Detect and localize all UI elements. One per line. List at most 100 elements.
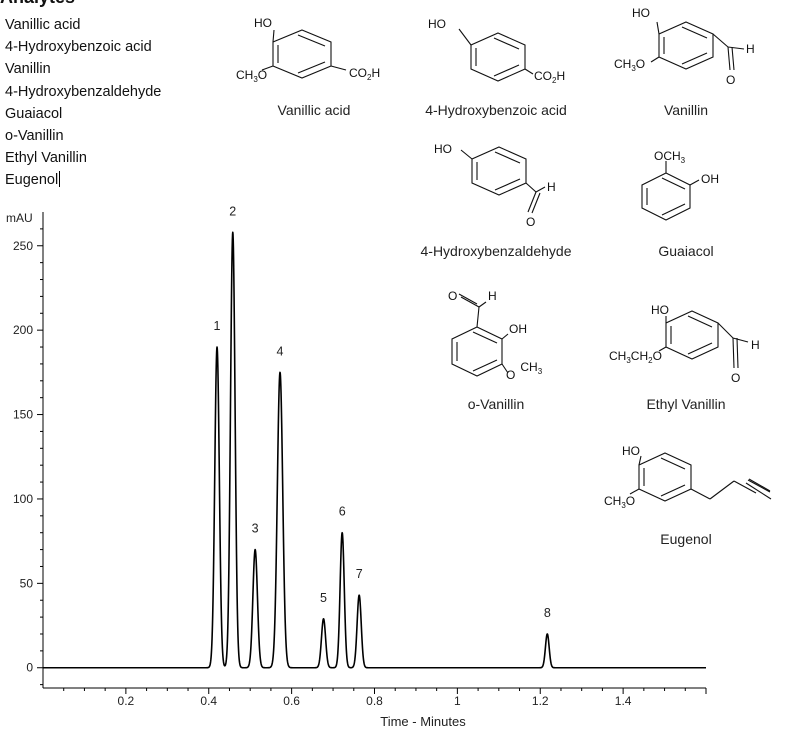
- atom-label-part: O: [653, 349, 662, 363]
- atom-label: HO: [254, 16, 272, 30]
- atom-subscript: 2: [552, 76, 557, 85]
- peak-label: 2: [229, 204, 236, 218]
- caption-hydroxybenzaldehyde: 4-Hydroxybenzaldehyde: [421, 243, 572, 259]
- atom-label-part: H: [371, 66, 380, 80]
- atom-label: OCH3: [654, 149, 686, 165]
- atom-label: H: [488, 289, 497, 303]
- atom-label: O CH3: [506, 360, 543, 382]
- atom-label: CH3O: [614, 57, 645, 73]
- header-title: Analytes: [0, 0, 75, 8]
- atom-label: O: [731, 371, 740, 385]
- atom-label-part: CH: [609, 349, 626, 363]
- peak-label: 7: [356, 567, 363, 581]
- structure-drawings: [261, 21, 772, 502]
- atom-label-part: O: [506, 368, 515, 382]
- atom-label-part: CH: [614, 57, 631, 71]
- y-tick-label: 0: [26, 661, 33, 675]
- analyte-item: 4-Hydroxybenzoic acid: [5, 39, 152, 56]
- caption-vanillic-acid: Vanillic acid: [278, 102, 351, 118]
- atom-label: HO: [622, 444, 640, 458]
- atom-label: O: [726, 73, 735, 87]
- hydroxybenzoic-acid-structure: [458, 28, 534, 82]
- atom-label: HO: [632, 6, 650, 20]
- atom-subscript: 3: [626, 356, 631, 365]
- atom-label-part: CH: [520, 360, 537, 374]
- caption-o-vanillin: o-Vanillin: [468, 396, 525, 412]
- y-tick-label: 150: [13, 408, 33, 422]
- y-tick-label: 50: [20, 576, 34, 590]
- atom-label: OH: [701, 172, 719, 186]
- peak-label: 8: [544, 606, 551, 620]
- atom-label: H: [751, 338, 760, 352]
- atom-label-part: CH: [631, 349, 648, 363]
- atom-label: O: [448, 289, 457, 303]
- eugenol-structure: [629, 452, 772, 502]
- atom-label-part: CO: [534, 69, 552, 83]
- guaiacol-structure: [641, 161, 700, 221]
- x-tick-label: 0.2: [118, 694, 135, 708]
- x-tick-label: 0.6: [283, 694, 300, 708]
- y-tick-label: 100: [13, 492, 33, 506]
- atom-label: HO: [428, 17, 446, 31]
- atom-label-part: O: [626, 494, 635, 508]
- x-tick-label: 1.4: [615, 694, 632, 708]
- chart-axes: [42, 212, 706, 689]
- atom-subscript: 3: [681, 156, 686, 165]
- atom-label: CH3O: [236, 68, 267, 84]
- text-cursor: [59, 171, 61, 188]
- atom-label: CH3O: [604, 494, 635, 510]
- analyte-item: Guaiacol: [5, 105, 63, 122]
- atom-label: CO2H: [534, 69, 565, 85]
- o-vanillin-structure: [451, 293, 509, 377]
- vanillin-structure: [650, 21, 745, 71]
- analyte-item: Vanillin: [5, 61, 51, 78]
- analyte-list[interactable]: Vanillic acid 4-Hydroxybenzoic acid Vani…: [5, 14, 161, 192]
- caption-eugenol: Eugenol: [660, 531, 711, 547]
- caption-guaiacol: Guaiacol: [658, 243, 713, 259]
- peak-label: 4: [277, 344, 284, 358]
- peak-label: 3: [252, 522, 259, 536]
- analyte-item-last: Eugenol: [5, 169, 161, 191]
- atom-subscript: 3: [253, 75, 258, 84]
- analyte-item-text: Eugenol: [5, 172, 59, 189]
- atom-label-part: OCH: [654, 149, 681, 163]
- atom-label: CO2H: [349, 66, 380, 82]
- analyte-item: Vanillic acid: [5, 17, 81, 33]
- atom-labels: HO CH3O CO2H HO CO2H HO CH3O H O HO H O …: [236, 6, 760, 510]
- analyte-item: o-Vanillin: [5, 128, 64, 145]
- ethyl-vanillin-structure: [658, 310, 749, 369]
- atom-label: HO: [434, 142, 452, 156]
- atom-label-part: CH: [236, 68, 253, 82]
- atom-label-part: O: [258, 68, 267, 82]
- x-axis-label: Time - Minutes: [380, 714, 466, 729]
- caption-ethyl-vanillin: Ethyl Vanillin: [646, 396, 725, 412]
- atom-label: H: [547, 180, 556, 194]
- atom-subscript: 2: [367, 73, 372, 82]
- atom-subscript: 3: [631, 64, 636, 73]
- atom-label: CH3CH2O: [609, 349, 662, 365]
- atom-label: O: [526, 215, 535, 229]
- atom-label-part: CO: [349, 66, 367, 80]
- atom-label-part: O: [636, 57, 645, 71]
- chromatogram-trace: [42, 231, 707, 669]
- analyte-item: Ethyl Vanillin: [5, 150, 87, 167]
- caption-vanillin: Vanillin: [664, 102, 708, 118]
- y-axis-label: mAU: [6, 211, 33, 225]
- analyte-item: 4-Hydroxybenzaldehyde: [5, 83, 162, 100]
- x-tick-label: 1.2: [532, 694, 549, 708]
- peak-label: 1: [214, 319, 221, 333]
- atom-subscript: 3: [538, 367, 543, 376]
- atom-label-part: CH: [604, 494, 621, 508]
- atom-label: OH: [509, 322, 527, 336]
- atom-label: HO: [651, 303, 669, 317]
- x-tick-label: 1: [454, 694, 461, 708]
- atom-subscript: 3: [621, 501, 626, 510]
- peak-label: 5: [320, 591, 327, 605]
- atom-label-part: H: [556, 69, 565, 83]
- caption-hydroxybenzoic-acid: 4-Hydroxybenzoic acid: [425, 102, 567, 118]
- atom-label: H: [746, 42, 755, 56]
- chart-ticks: [37, 228, 707, 694]
